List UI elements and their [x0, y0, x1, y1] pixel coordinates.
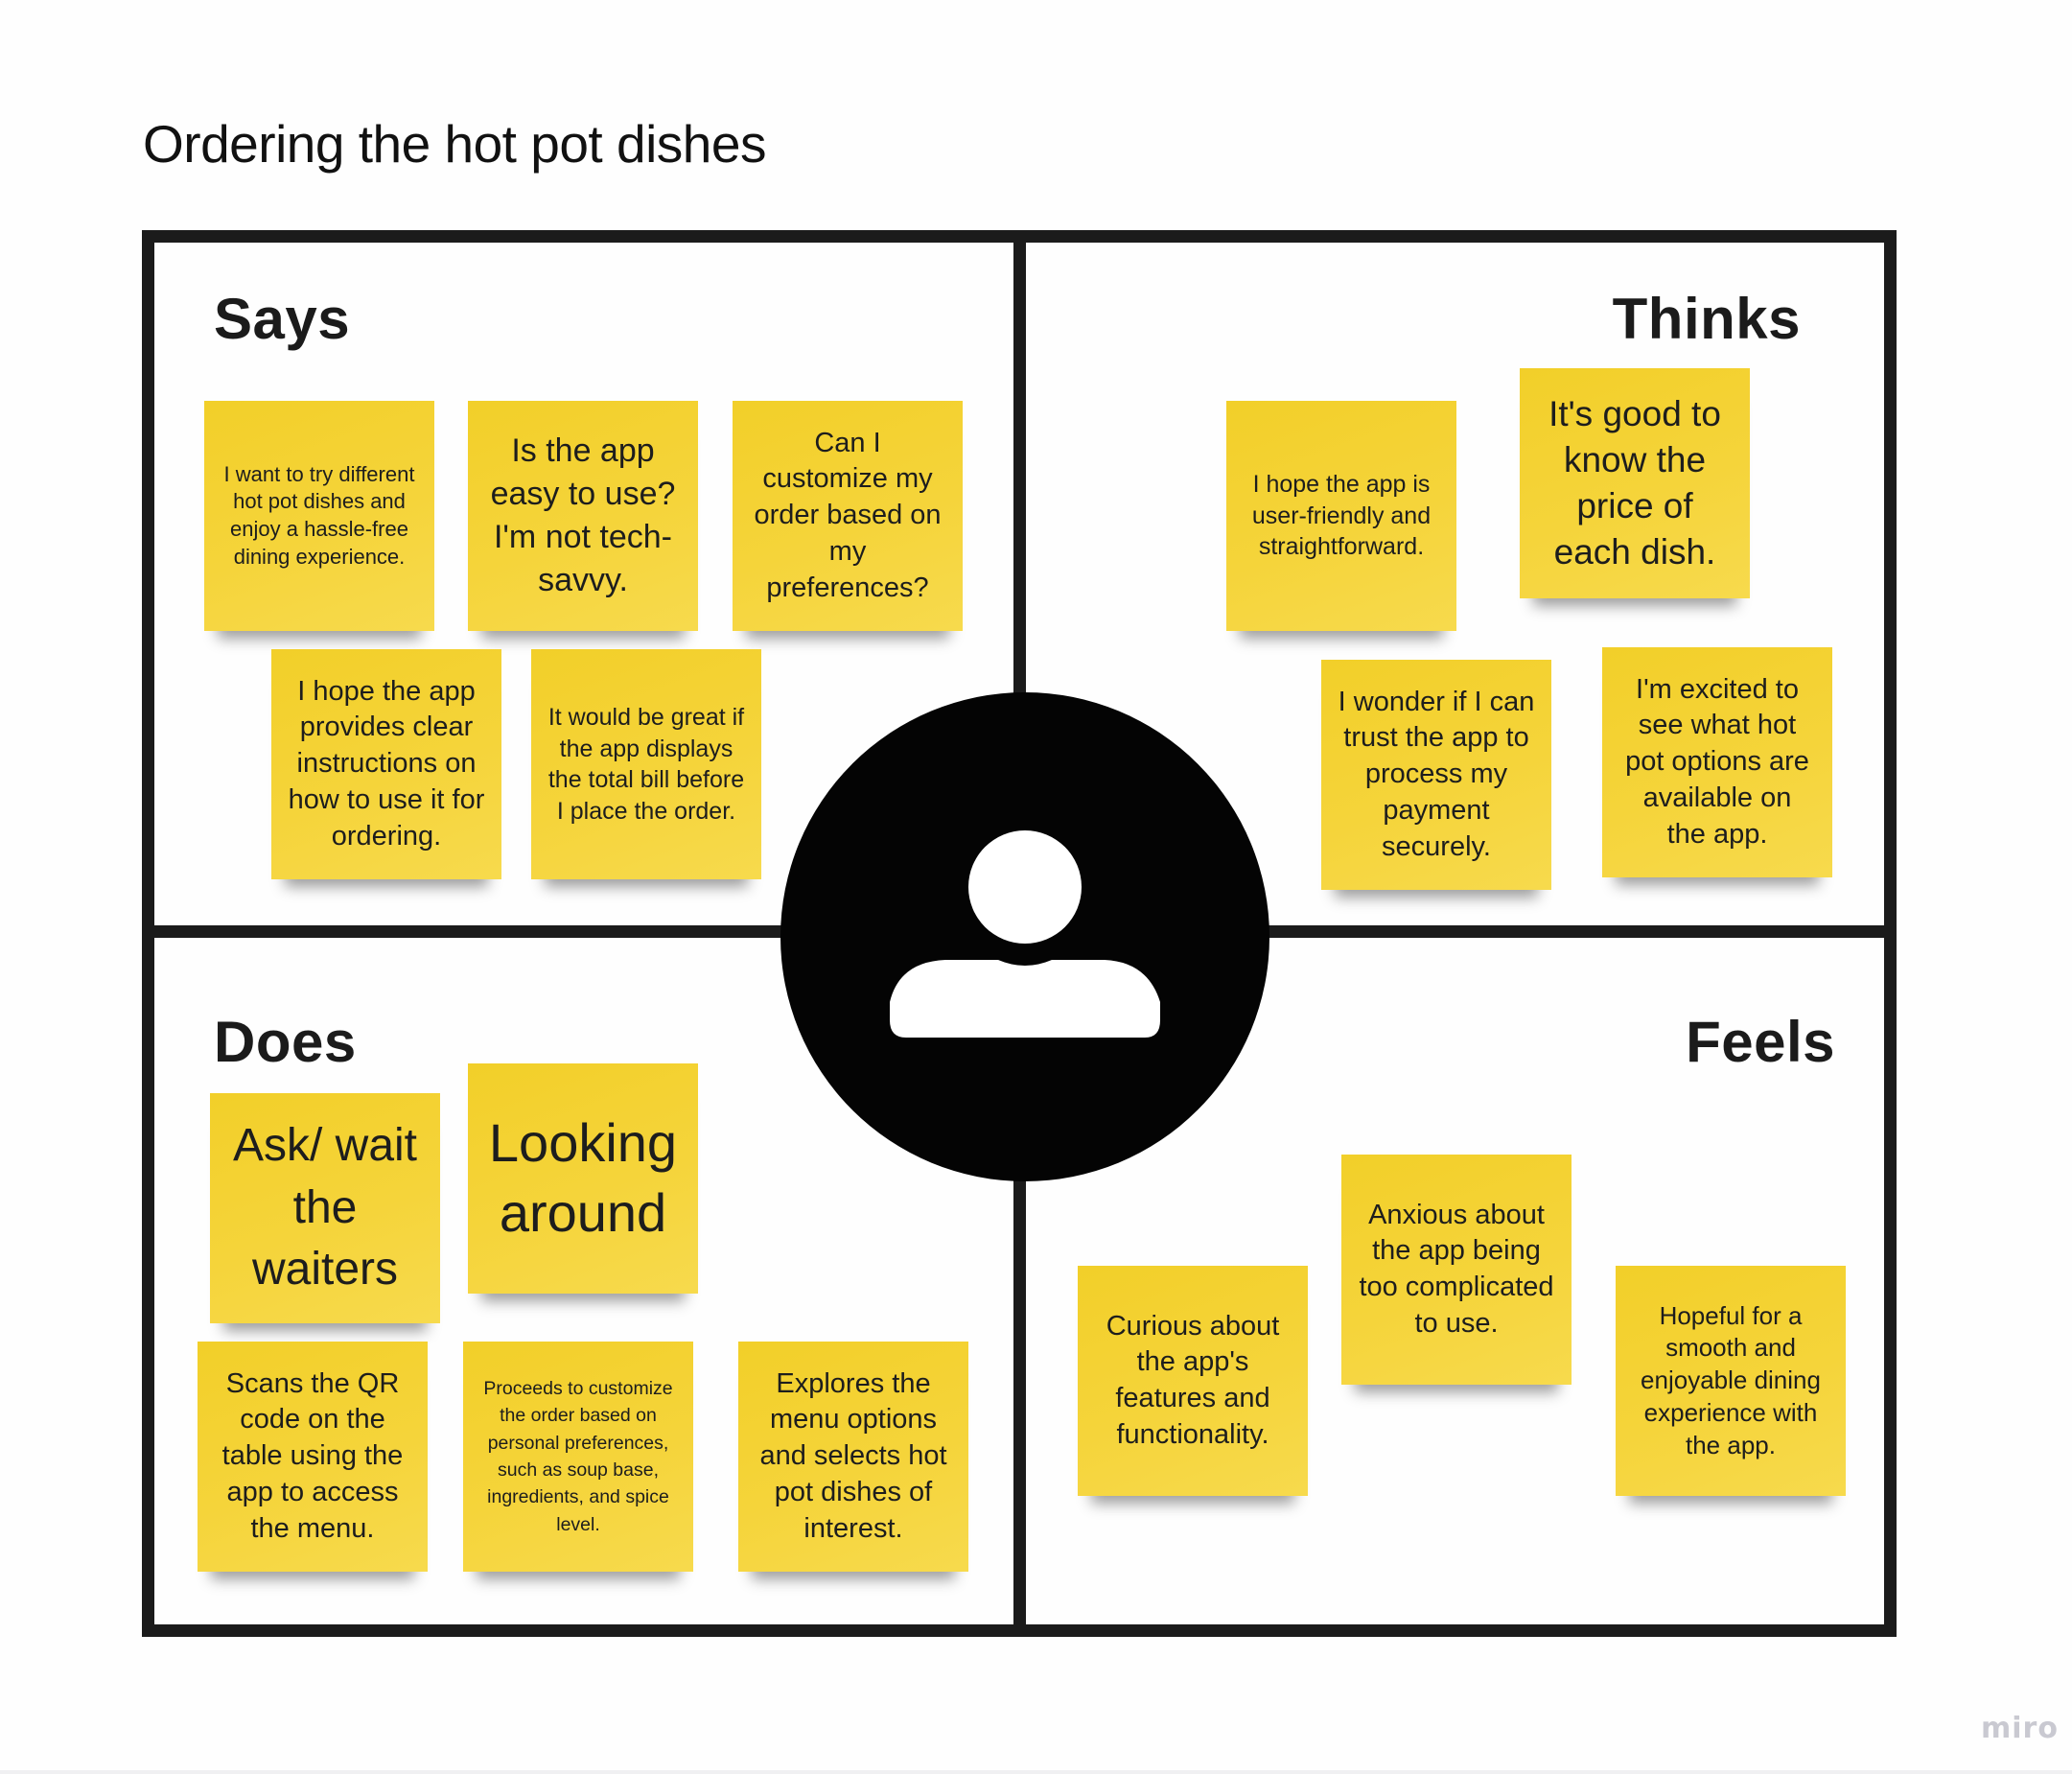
sticky-note-text: I hope the app provides clear instructio… [288, 675, 485, 852]
sticky-note-text: Scans the QR code on the table using the… [221, 1367, 404, 1544]
sticky-note-text: Anxious about the app being too complica… [1359, 1199, 1554, 1339]
sticky-note-thinks-4[interactable]: I'm excited to see what hot pot options … [1602, 647, 1832, 877]
bottom-border [0, 1770, 2072, 1774]
user-icon [890, 830, 1160, 1038]
sticky-note-does-5[interactable]: Explores the menu options and selects ho… [738, 1342, 968, 1572]
sticky-note-text: Curious about the app's features and fun… [1106, 1310, 1280, 1450]
sticky-note-text: Ask/ wait the waiters [232, 1119, 418, 1295]
sticky-note-text: Is the app easy to use? I'm not tech-sav… [490, 432, 676, 598]
persona-circle [780, 692, 1269, 1181]
sticky-note-does-4[interactable]: Proceeds to customize the order based on… [463, 1342, 693, 1572]
sticky-note-thinks-1[interactable]: I hope the app is user-friendly and stra… [1226, 401, 1456, 631]
sticky-note-text: It would be great if the app displays th… [547, 704, 745, 825]
sticky-note-thinks-3[interactable]: I wonder if I can trust the app to proce… [1321, 660, 1551, 890]
miro-watermark: miro [1981, 1712, 2059, 1745]
sticky-note-text: I hope the app is user-friendly and stra… [1251, 471, 1432, 561]
says-heading: Says [214, 287, 351, 351]
sticky-note-says-5[interactable]: It would be great if the app displays th… [531, 649, 761, 879]
sticky-note-says-2[interactable]: Is the app easy to use? I'm not tech-sav… [468, 401, 698, 631]
thinks-heading: Thinks [1612, 287, 1801, 351]
sticky-note-says-1[interactable]: I want to try different hot pot dishes a… [204, 401, 434, 631]
sticky-note-text: Looking around [488, 1112, 678, 1243]
sticky-note-text: Can I customize my order based on my pre… [754, 427, 942, 603]
sticky-note-text: I want to try different hot pot dishes a… [223, 461, 415, 569]
sticky-note-thinks-2[interactable]: It's good to know the price of each dish… [1520, 368, 1750, 598]
sticky-note-text: I'm excited to see what hot pot options … [1625, 673, 1809, 850]
sticky-note-feels-3[interactable]: Hopeful for a smooth and enjoyable dinin… [1616, 1266, 1846, 1496]
does-heading: Does [214, 1010, 357, 1074]
sticky-note-feels-1[interactable]: Curious about the app's features and fun… [1078, 1266, 1308, 1496]
sticky-note-text: Explores the menu options and selects ho… [759, 1367, 947, 1544]
sticky-note-text: It's good to know the price of each dish… [1548, 393, 1721, 572]
sticky-note-does-3[interactable]: Scans the QR code on the table using the… [198, 1342, 428, 1572]
sticky-note-does-1[interactable]: Ask/ wait the waiters [210, 1093, 440, 1323]
sticky-note-text: I wonder if I can trust the app to proce… [1338, 686, 1535, 862]
sticky-note-says-4[interactable]: I hope the app provides clear instructio… [271, 649, 501, 879]
board-title: Ordering the hot pot dishes [143, 114, 766, 174]
sticky-note-does-2[interactable]: Looking around [468, 1063, 698, 1294]
sticky-note-text: Hopeful for a smooth and enjoyable dinin… [1641, 1300, 1821, 1459]
sticky-note-feels-2[interactable]: Anxious about the app being too complica… [1341, 1155, 1571, 1385]
feels-heading: Feels [1686, 1010, 1835, 1074]
sticky-note-text: Proceeds to customize the order based on… [483, 1378, 673, 1535]
sticky-note-says-3[interactable]: Can I customize my order based on my pre… [733, 401, 963, 631]
